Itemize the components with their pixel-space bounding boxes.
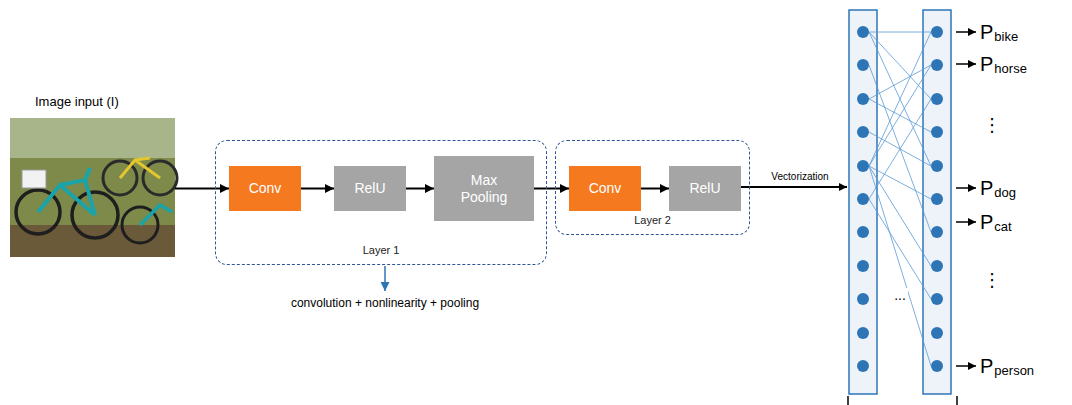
neuron [857,360,869,372]
bike-photo [10,118,177,257]
node-text: Max Pooling [449,172,519,204]
neuron [857,93,869,105]
flow-arrow [301,188,334,190]
neuron [857,59,869,71]
relu-box: RelU [334,166,406,211]
vectorization-arrow [741,186,847,188]
neuron [931,260,943,272]
layer-group: Layer 2 Conv RelU [555,140,750,235]
node-text: RelU [689,180,720,196]
fc-line [869,65,931,99]
neuron [931,226,943,238]
fc-line [869,32,931,166]
output-arrows [956,32,976,366]
neuron [931,193,943,205]
relu-box: RelU [669,166,741,211]
output-subscript: dog [994,186,1016,199]
neuron [857,327,869,339]
neuron [931,126,943,138]
fc-line [869,166,931,266]
neuron [857,26,869,38]
output-arrow [956,187,976,189]
output-arrow [956,31,976,33]
ellipsis: ⋮ [983,116,1001,134]
flow-arrow [641,188,669,190]
callout-arrow [384,266,386,291]
bike-frame [140,205,172,225]
neuron [931,93,943,105]
node-text: Layer 1 [216,244,546,257]
output-symbol: P [980,178,993,198]
ellipsis: ... [892,288,908,302]
bike-basket [22,170,46,188]
neuron [931,26,943,38]
neuron [931,160,943,172]
ellipsis: ⋮ [983,271,1001,289]
neuron [857,160,869,172]
bracket-tick [956,396,958,405]
neuron [857,126,869,138]
output-subscript: person [994,364,1034,377]
pooling-box: Max Pooling [434,156,534,221]
neuron [931,293,943,305]
conv-box: Conv [229,166,301,211]
node-text: Image input (I) [35,95,119,110]
neuron [931,327,943,339]
bike-frame [38,168,95,215]
node-text: Conv [249,180,282,196]
node-text: RelU [354,180,385,196]
fc-line [869,166,931,199]
arrow-label: Vectorization [771,172,828,182]
neuron [857,193,869,205]
fc-line [869,199,931,299]
output-subscript: bike [994,30,1018,43]
node-text: Conv [589,180,622,196]
photo-background [10,118,175,158]
output-symbol: P [980,212,993,232]
output-subscript: cat [994,220,1011,233]
output-symbol: P [980,356,993,376]
node-text: Layer 2 [556,214,749,227]
photo-ground [10,118,175,257]
image-input: Image input (I) [10,118,175,257]
neuron [857,226,869,238]
neuron [857,260,869,272]
flow-arrow [175,188,229,190]
neurons [857,26,943,372]
bracket-tick [847,396,849,405]
fc-line [869,65,931,232]
neuron-column [849,10,877,394]
fc-line [869,166,931,366]
conv-box: Conv [569,166,641,211]
neuron-column [923,10,951,394]
fc-connections [869,32,931,366]
output-symbol: P [980,22,993,42]
neuron [931,59,943,71]
output-arrow [956,365,976,367]
output-symbol: P [980,54,993,74]
bike-frame [120,158,160,178]
output-arrow [956,63,976,65]
callout-text: convolution + nonlinearity + pooling [291,297,479,309]
fc-line [869,32,931,33]
neuron [931,360,943,372]
neuron [857,293,869,305]
layer-group: Layer 1 Conv RelU Max Pooling [215,140,547,265]
flow-arrow [534,188,569,190]
fc-line [869,32,931,166]
output-subscript: horse [994,62,1027,75]
output-arrow [956,221,976,223]
flow-arrow [406,188,434,190]
fc-line [869,65,931,166]
